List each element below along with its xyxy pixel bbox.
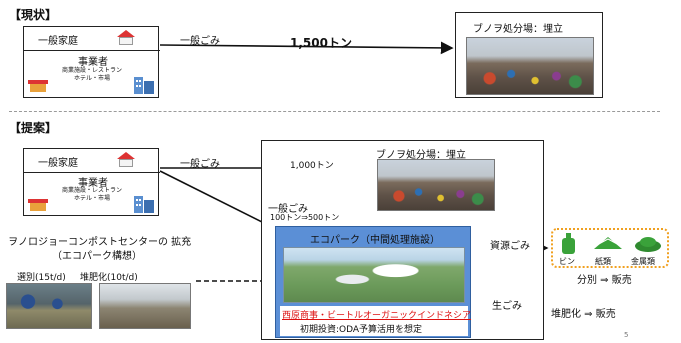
raw-waste-label: 生ごみ xyxy=(492,301,522,312)
proposal-section-label: 【提案】 xyxy=(9,121,58,135)
bottle-icon xyxy=(562,233,575,254)
ecopark-caption: 西原商事・ビートルオーガニックインドネシア 初期投資:ODA予算活用を想定 xyxy=(280,306,472,336)
current-flow-label: 一般ごみ xyxy=(180,36,220,47)
metal-icon xyxy=(635,237,661,252)
recyclables-box: ビン 紙類 金属類 xyxy=(551,228,669,268)
shop-icon xyxy=(28,199,48,211)
business-title: 事業者 xyxy=(78,178,108,189)
sort-sell-label: 分別 ⇒ 販売 xyxy=(577,275,632,286)
ecopark-companies: 西原商事・ビートルオーガニックインドネシア xyxy=(282,311,472,321)
ecopark-box: エコパーク（中間処理施設） 西原商事・ビートルオーガニックインドネシア 初期投資… xyxy=(275,226,471,338)
paper-label: 紙類 xyxy=(595,257,611,266)
house-icon xyxy=(117,152,135,167)
box-divider xyxy=(24,172,160,173)
house-icon xyxy=(117,30,135,45)
composting-label: 堆肥化(10t/d) xyxy=(80,273,138,283)
metal-label: 金属類 xyxy=(631,257,655,266)
landfill-photo xyxy=(466,37,594,95)
compost-center-title: ヲノロジョーコンポストセンターの 拡充 xyxy=(8,237,192,248)
compost-center-subtitle: （エコパーク構想） xyxy=(52,251,142,262)
ecopark-rendering xyxy=(283,247,465,303)
proposal-flow-label: 一般ごみ xyxy=(180,159,220,170)
current-site-label: ブノヲ処分場：埋立 xyxy=(473,24,563,35)
proposal-site-label: ブノヲ処分場：埋立 xyxy=(376,150,466,161)
household-label: 一般家庭 xyxy=(38,158,78,169)
bottle-label: ビン xyxy=(559,257,575,266)
to-ecopark-amount: 100トン⇒500トン xyxy=(270,213,340,222)
business-line1: 商業施設・レストラン xyxy=(61,187,122,194)
ecopark-investment: 初期投資:ODA予算活用を想定 xyxy=(300,325,423,335)
landfill-amount: 1,000トン xyxy=(290,161,334,171)
page-number: 5 xyxy=(624,331,629,339)
composting-photo xyxy=(99,283,191,329)
business-title: 事業者 xyxy=(78,57,108,68)
box-divider xyxy=(24,50,160,51)
sorting-label: 選別(15t/d) xyxy=(17,273,66,283)
current-arrow xyxy=(159,41,454,55)
sorting-photo xyxy=(6,283,92,329)
proposal-sources-box: 一般家庭 事業者 商業施設・レストラン ホテル・市場 xyxy=(23,148,160,216)
compost-sell-label: 堆肥化 ⇒ 販売 xyxy=(551,309,616,320)
current-sources-box: 一般家庭 事業者 商業施設・レストラン ホテル・市場 xyxy=(23,26,160,98)
ecopark-title: エコパーク（中間処理施設） xyxy=(310,235,440,246)
landfill-photo xyxy=(377,159,495,211)
business-line2: ホテル・市場 xyxy=(73,195,110,202)
building-icon xyxy=(134,77,154,94)
business-line1: 商業施設・レストラン xyxy=(61,67,122,74)
current-landfill-box: ブノヲ処分場：埋立 xyxy=(455,12,603,98)
business-line2: ホテル・市場 xyxy=(73,75,110,82)
resource-waste-label: 資源ごみ xyxy=(490,241,530,252)
section-divider xyxy=(9,111,660,112)
shop-icon xyxy=(28,80,48,92)
paper-icon xyxy=(594,237,622,249)
building-icon xyxy=(134,196,154,213)
current-section-label: 【現状】 xyxy=(9,8,58,22)
household-label: 一般家庭 xyxy=(38,36,78,47)
to-ecopark-label: 一般ごみ xyxy=(268,204,308,215)
